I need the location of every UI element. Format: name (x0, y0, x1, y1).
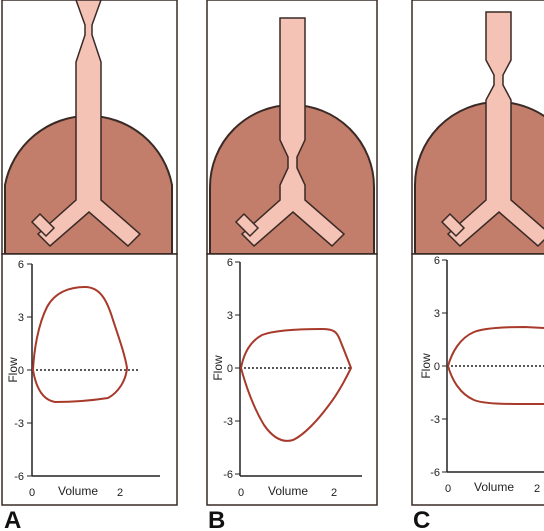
panel-a: 6 3 0 -3 -6 0 2 Volume Flow (2, 0, 177, 505)
panel-b-ytick-3: 3 (227, 310, 233, 322)
panel-b-label: B (208, 507, 225, 531)
panel-a-ytick-6: 6 (18, 259, 24, 271)
panel-c-ylabel: Flow (419, 353, 433, 379)
panel-b-ylabel: Flow (211, 355, 225, 381)
panel-c-ytick-3: 3 (434, 308, 440, 320)
panel-b-ytick-neg6: -6 (223, 469, 233, 481)
panel-a-ytick-neg6: -6 (14, 471, 24, 483)
panel-c-ytick-0: 0 (434, 361, 440, 373)
panel-c-label: C (413, 507, 430, 531)
panel-b-xlabel: Volume (268, 484, 308, 498)
panel-b-plot-frame (207, 254, 377, 505)
panel-c-ytick-neg6: -6 (430, 467, 440, 479)
panel-a-xtick-0: 0 (29, 487, 35, 499)
panel-c-xtick-2: 2 (534, 483, 540, 495)
panel-b: 6 3 0 -3 -6 0 2 Volume Flow (207, 0, 377, 505)
panel-a-plot-frame (2, 254, 177, 505)
panel-c-ytick-neg3: -3 (430, 414, 440, 426)
panel-b-ytick-neg3: -3 (223, 416, 233, 428)
panel-c-xtick-0: 0 (445, 483, 451, 495)
panel-c-ytick-6: 6 (434, 255, 440, 267)
panel-b-ytick-6: 6 (227, 257, 233, 269)
panel-a-ylabel: Flow (6, 357, 20, 383)
panel-c-xlabel: Volume (474, 480, 514, 494)
panel-a-ytick-3: 3 (18, 312, 24, 324)
panel-a-label: A (4, 507, 21, 531)
panel-c: 6 3 0 -3 -6 0 2 Volume Flow (412, 0, 544, 505)
panel-a-ytick-neg3: -3 (14, 418, 24, 430)
panel-a-xlabel: Volume (58, 484, 98, 498)
panel-b-xtick-2: 2 (331, 487, 337, 499)
panel-b-ytick-0: 0 (227, 363, 233, 375)
panel-b-xtick-0: 0 (238, 487, 244, 499)
panel-a-xtick-2: 2 (117, 487, 123, 499)
